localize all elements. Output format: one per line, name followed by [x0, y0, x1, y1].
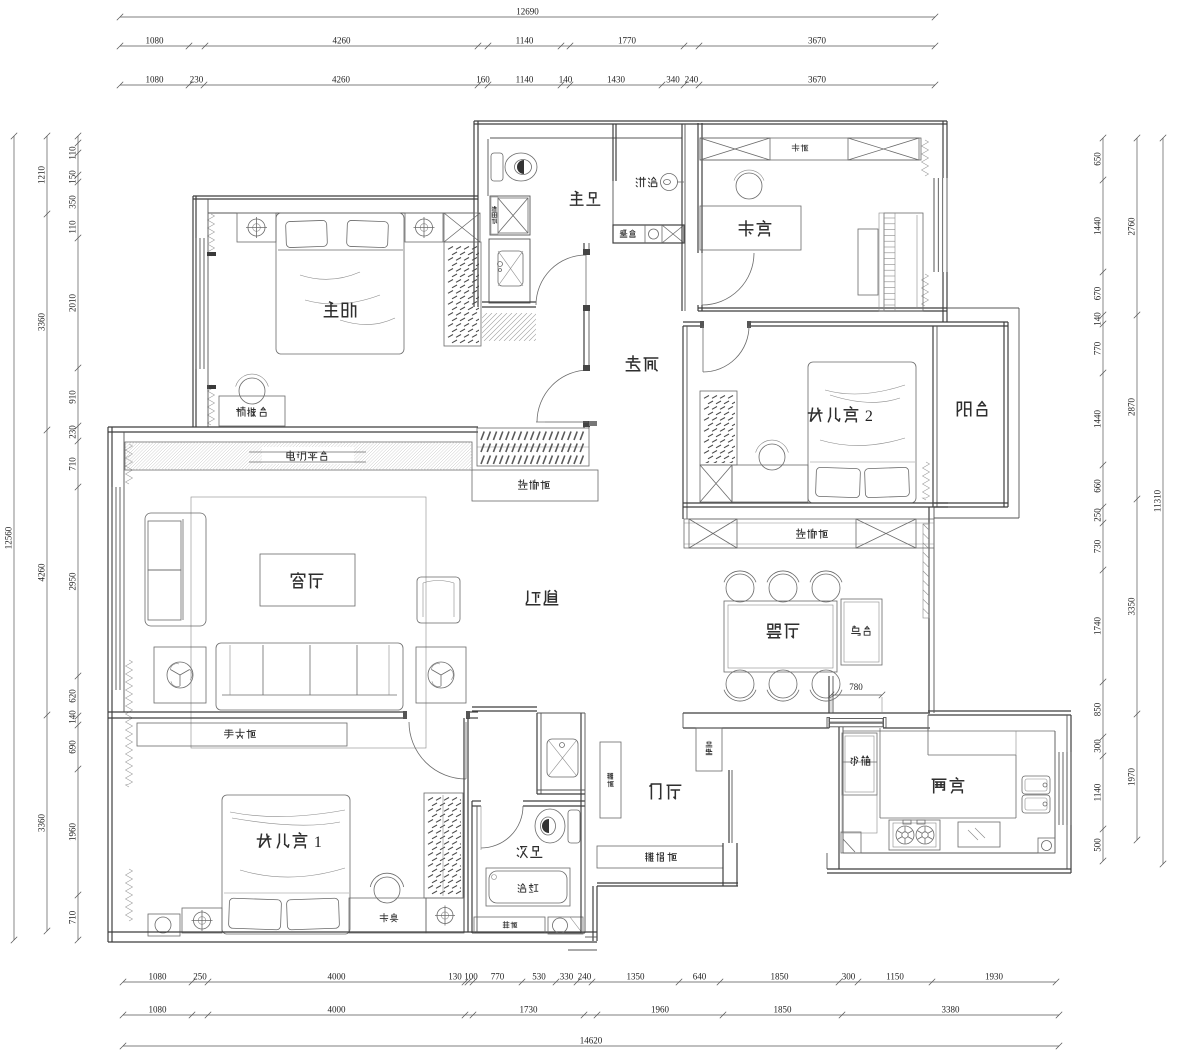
svg-text:240: 240 — [578, 972, 592, 982]
svg-text:2950: 2950 — [68, 572, 78, 591]
svg-text:640: 640 — [693, 972, 707, 982]
svg-text:500: 500 — [1093, 838, 1103, 852]
svg-text:250: 250 — [1093, 508, 1103, 522]
svg-text:1: 1 — [314, 834, 322, 851]
svg-text:2010: 2010 — [68, 294, 78, 313]
svg-text:250: 250 — [193, 972, 207, 982]
svg-text:780: 780 — [849, 682, 863, 692]
svg-text:660: 660 — [1093, 479, 1103, 493]
svg-text:1960: 1960 — [68, 823, 78, 842]
svg-text:1210: 1210 — [37, 166, 47, 185]
svg-text:710: 710 — [68, 457, 78, 471]
svg-text:11310: 11310 — [1153, 489, 1163, 512]
svg-text:1080: 1080 — [149, 1005, 168, 1015]
svg-text:2870: 2870 — [1127, 398, 1137, 417]
svg-text:710: 710 — [68, 910, 78, 924]
svg-text:4260: 4260 — [333, 36, 352, 46]
svg-text:230: 230 — [68, 425, 78, 439]
svg-text:12560: 12560 — [4, 526, 14, 549]
svg-text:2760: 2760 — [1127, 217, 1137, 236]
svg-text:3350: 3350 — [1127, 597, 1137, 616]
svg-text:4000: 4000 — [328, 1005, 347, 1015]
svg-text:3670: 3670 — [808, 36, 827, 46]
svg-text:150: 150 — [68, 170, 78, 184]
svg-text:1140: 1140 — [516, 36, 534, 46]
svg-text:1930: 1930 — [985, 972, 1004, 982]
svg-text:110: 110 — [68, 146, 78, 160]
svg-text:650: 650 — [1093, 152, 1103, 166]
svg-text:340: 340 — [666, 75, 680, 85]
svg-text:110: 110 — [68, 220, 78, 234]
svg-text:3360: 3360 — [37, 814, 47, 833]
svg-text:240: 240 — [685, 75, 699, 85]
svg-text:140: 140 — [1093, 312, 1103, 326]
svg-text:1080: 1080 — [146, 75, 165, 85]
svg-text:3380: 3380 — [942, 1005, 961, 1015]
svg-text:690: 690 — [68, 740, 78, 754]
svg-text:330: 330 — [560, 972, 574, 982]
svg-text:1770: 1770 — [618, 36, 637, 46]
svg-text:140: 140 — [559, 75, 573, 85]
svg-text:1740: 1740 — [1093, 617, 1103, 636]
svg-text:530: 530 — [532, 972, 546, 982]
svg-text:14620: 14620 — [580, 1036, 603, 1046]
svg-text:1350: 1350 — [627, 972, 646, 982]
svg-text:1150: 1150 — [886, 972, 904, 982]
svg-text:2: 2 — [865, 408, 873, 425]
svg-text:130: 130 — [448, 972, 462, 982]
svg-text:1440: 1440 — [1093, 217, 1103, 236]
svg-text:1850: 1850 — [774, 1005, 793, 1015]
svg-text:770: 770 — [1093, 341, 1103, 355]
svg-text:1850: 1850 — [771, 972, 790, 982]
svg-text:100: 100 — [464, 972, 478, 982]
svg-text:300: 300 — [842, 972, 856, 982]
svg-text:160: 160 — [476, 75, 490, 85]
svg-text:4260: 4260 — [332, 75, 351, 85]
svg-text:850: 850 — [1093, 702, 1103, 716]
svg-text:1080: 1080 — [149, 972, 168, 982]
svg-text:4000: 4000 — [328, 972, 347, 982]
svg-text:670: 670 — [1093, 286, 1103, 300]
svg-text:730: 730 — [1093, 539, 1103, 553]
svg-text:3360: 3360 — [37, 313, 47, 332]
svg-text:230: 230 — [190, 75, 204, 85]
svg-text:620: 620 — [68, 689, 78, 703]
svg-text:1140: 1140 — [1093, 783, 1103, 801]
svg-text:1730: 1730 — [520, 1005, 539, 1015]
svg-text:770: 770 — [491, 972, 505, 982]
svg-text:1140: 1140 — [516, 75, 534, 85]
svg-text:4260: 4260 — [37, 563, 47, 582]
svg-text:140: 140 — [68, 710, 78, 724]
svg-text:300: 300 — [1093, 739, 1103, 753]
svg-text:1970: 1970 — [1127, 768, 1137, 787]
svg-text:1430: 1430 — [607, 75, 626, 85]
svg-text:1960: 1960 — [651, 1005, 670, 1015]
svg-text:3670: 3670 — [808, 75, 827, 85]
svg-text:350: 350 — [68, 195, 78, 209]
svg-text:1440: 1440 — [1093, 410, 1103, 429]
svg-text:910: 910 — [68, 390, 78, 404]
svg-text:12690: 12690 — [516, 7, 539, 17]
svg-text:1080: 1080 — [146, 36, 165, 46]
